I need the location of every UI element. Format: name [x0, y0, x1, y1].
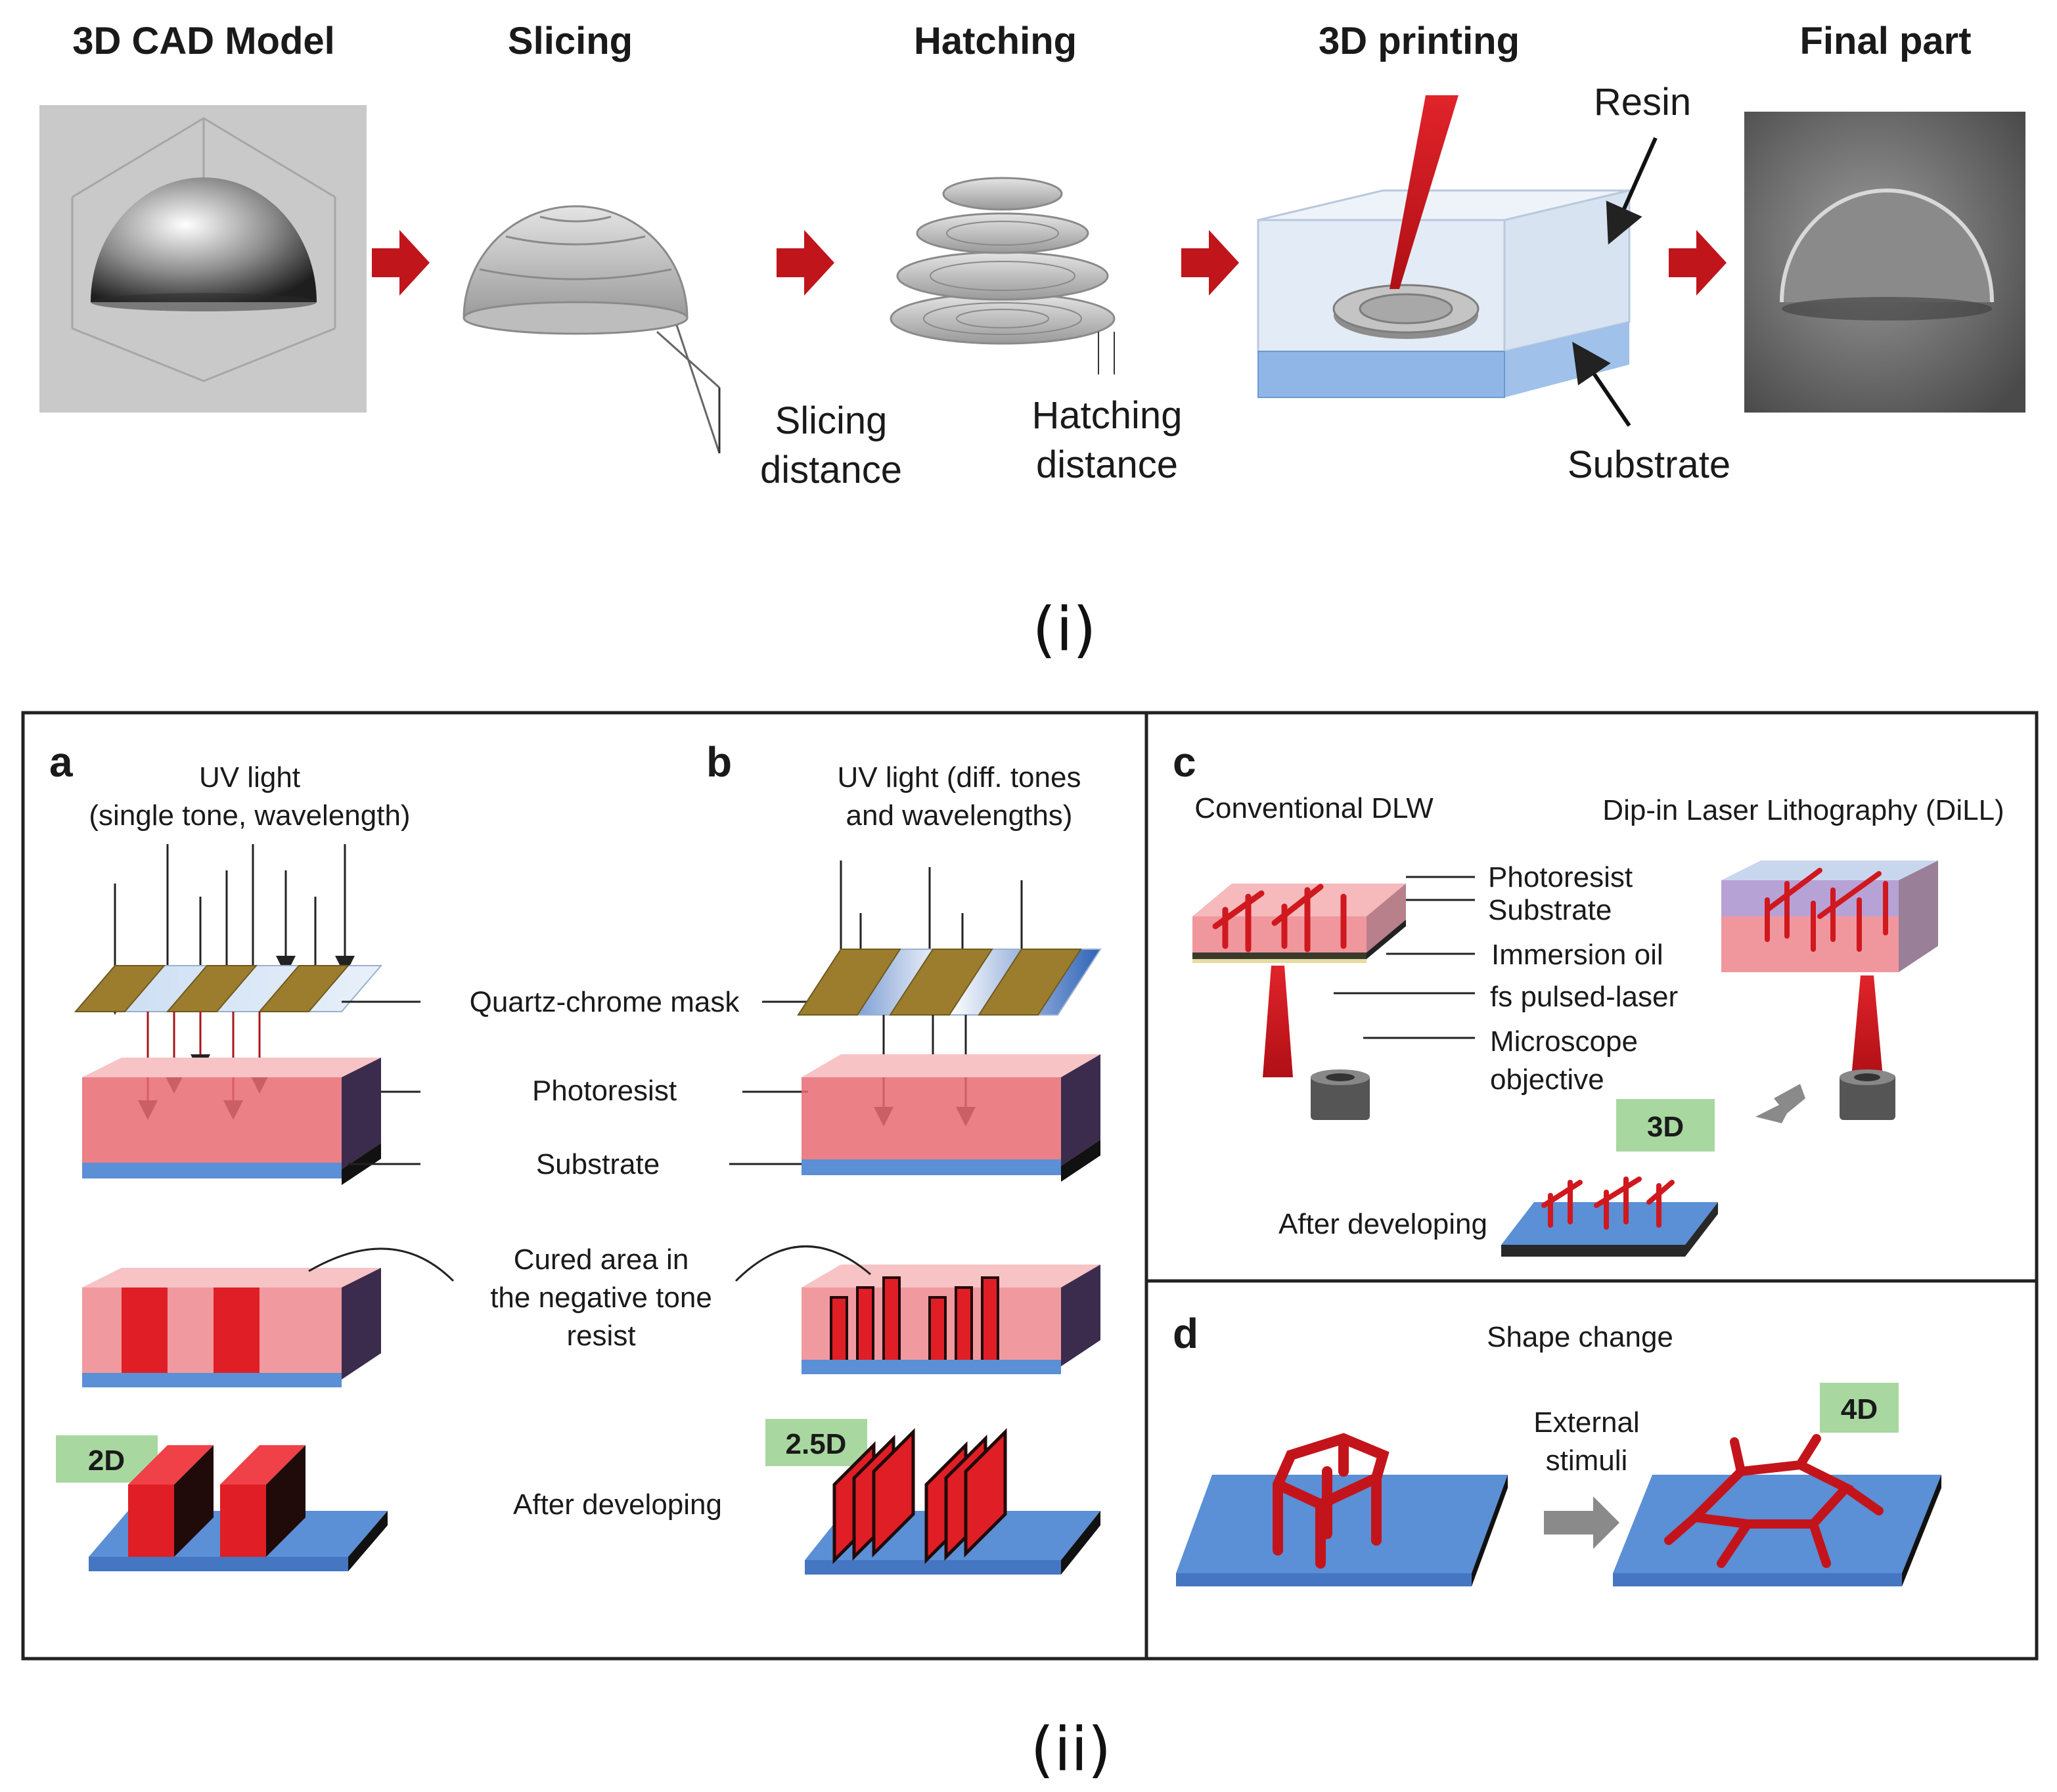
- panel-b-uv-line1: UV light (diff. tones: [838, 761, 1081, 794]
- slicing-distance-label-2: distance: [760, 449, 902, 491]
- substrate-pointer: [1572, 342, 1631, 427]
- panel-c-objective-left: [1311, 1069, 1370, 1120]
- panel-a-resist-block: [82, 1058, 381, 1185]
- panel-b-badge: [765, 1419, 867, 1466]
- top-flow-arrows: [372, 230, 1727, 296]
- panel-a-developed: [89, 1445, 388, 1571]
- panel-a-cured-block: [82, 1268, 381, 1387]
- panel-c-grey-arrow: [1755, 1084, 1805, 1123]
- panel-c-laser-beam-left: [1263, 966, 1293, 1077]
- panel-c-conventional-label: Conventional DLW: [1194, 792, 1434, 824]
- cured-label-1: Cured area in: [514, 1243, 689, 1276]
- panel-b-developed: [805, 1427, 1100, 1575]
- panel-c-leaders: [1334, 876, 1475, 1039]
- sliced-dome: [463, 205, 721, 454]
- mask-label: Quartz-chrome mask: [470, 986, 740, 1018]
- panel-d-external-2: stimuli: [1546, 1445, 1628, 1477]
- printing-setup: [1257, 95, 1631, 398]
- panel-c-developed: [1501, 1176, 1718, 1257]
- final-part-image: [1744, 112, 2025, 413]
- step-title-slicing: Slicing: [508, 20, 633, 62]
- panel-b-letter: b: [706, 738, 732, 786]
- panel-d-grey-arrow: [1544, 1496, 1619, 1549]
- panel-a-mask: [74, 965, 383, 1012]
- after-developing-ab-label: After developing: [513, 1489, 722, 1521]
- panel-c-dill-sample: [1721, 861, 1938, 972]
- panel-d-letter: d: [1173, 1310, 1198, 1357]
- hatch-rings: [923, 221, 1082, 335]
- panel-c-laser-beam-right: [1851, 975, 1883, 1077]
- panel-c-dill-label: Dip-in Laser Lithography (DiLL): [1602, 794, 2004, 826]
- resin-pointer: [1606, 137, 1658, 245]
- panel-c-badge: [1616, 1099, 1715, 1152]
- panel-c-letter: c: [1173, 738, 1196, 786]
- caption-i: (i): [1032, 594, 1096, 665]
- hatching-distance-label-2: distance: [1036, 443, 1178, 486]
- step-title-cad: 3D CAD Model: [72, 20, 335, 62]
- panel-c-immersion-oil: Immersion oil: [1491, 939, 1663, 971]
- panel-d-badge-text: 4D: [1841, 1393, 1878, 1425]
- panel-b-resist-block: [802, 1054, 1100, 1182]
- panel-a-letter: a: [49, 738, 73, 786]
- panel-d-after: [1613, 1434, 1941, 1586]
- panel-c-substrate: Substrate: [1488, 894, 1612, 926]
- substrate-label: Substrate: [1568, 443, 1730, 486]
- hatched-layers: [890, 177, 1116, 345]
- cad-model-image: [39, 105, 367, 413]
- panel-c-photoresist: Photoresist: [1488, 861, 1633, 893]
- slicing-distance-label-1: Slicing: [775, 399, 888, 442]
- panel-a-badge-text: 2D: [88, 1445, 125, 1477]
- panel-c-conventional-sample: [1192, 884, 1406, 963]
- panel-b-uv-line2: and wavelengths): [846, 799, 1073, 832]
- hatching-distance-marker: [1098, 332, 1115, 374]
- step-title-printing: 3D printing: [1319, 20, 1520, 62]
- photoresist-label: Photoresist: [532, 1075, 677, 1107]
- panel-d-external-1: External: [1533, 1406, 1639, 1439]
- panel-b-badge-text: 2.5D: [786, 1428, 847, 1460]
- panel-c-after-developing: After developing: [1278, 1208, 1487, 1240]
- cured-label-3: resist: [566, 1320, 635, 1352]
- panel-frames: [21, 711, 2039, 1661]
- panel-c-fs-laser: fs pulsed-laser: [1490, 981, 1678, 1013]
- step-title-hatching: Hatching: [914, 20, 1077, 62]
- panel-a-uv-line1: UV light: [199, 761, 300, 794]
- hatching-distance-label-1: Hatching: [1032, 394, 1183, 437]
- cured-label-2: the negative tone: [490, 1282, 712, 1314]
- panel-b-cured-pointer: [735, 1245, 871, 1282]
- panel-b-cured-block: [802, 1265, 1100, 1374]
- resin-label: Resin: [1594, 81, 1691, 123]
- panel-b-mask: [797, 949, 1102, 1016]
- substrate-shared-label: Substrate: [536, 1148, 660, 1180]
- panel-c-badge-text: 3D: [1647, 1111, 1684, 1143]
- panel-c-objective: objective: [1490, 1064, 1604, 1096]
- panel-d-before: [1176, 1433, 1508, 1586]
- step-title-final: Final part: [1799, 20, 1971, 62]
- panel-d-shape-change: Shape change: [1487, 1321, 1673, 1353]
- panel-a-cured-pointer: [308, 1247, 455, 1282]
- panel-c-microscope: Microscope: [1490, 1025, 1638, 1058]
- panel-c-objective-right: [1840, 1069, 1895, 1120]
- panel-a-uv-line2: (single tone, wavelength): [89, 799, 410, 832]
- panel-d-badge: [1820, 1383, 1899, 1433]
- caption-ii: (ii): [1031, 1714, 1112, 1785]
